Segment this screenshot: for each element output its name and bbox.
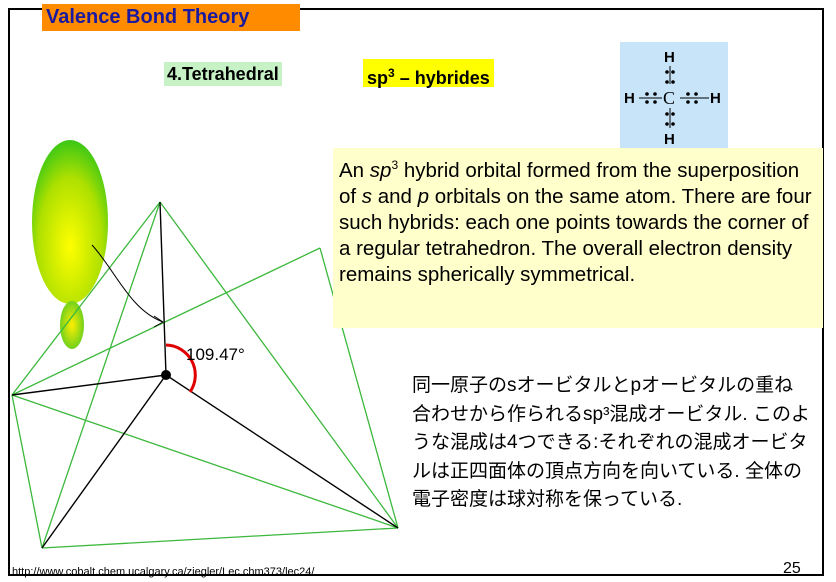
desc-en-part-1: An xyxy=(339,158,370,182)
desc-en-part-4: hybrid orbital formed from the superposi… xyxy=(339,158,800,208)
description-english: An sp3 hybrid orbital formed from the su… xyxy=(333,148,823,328)
lewis-electron-dots xyxy=(645,70,698,126)
desc-en-sup: 3 xyxy=(391,158,399,172)
lewis-h-right: H xyxy=(710,90,721,107)
hybrid-label-prefix: sp xyxy=(367,68,389,88)
hybrid-orbital-large-lobe xyxy=(32,140,108,304)
source-url[interactable]: http://www.cobalt.chem.ucalgary.ca/ziegl… xyxy=(12,566,315,578)
lewis-structure: H H H H C xyxy=(624,49,721,148)
hybrid-orbital-small-lobe xyxy=(60,301,84,349)
desc-en-s: s xyxy=(361,184,373,208)
lewis-h-top: H xyxy=(664,49,675,66)
hybrid-label: sp3 – hybrides xyxy=(363,59,494,88)
lewis-c-center: C xyxy=(663,88,675,108)
orbital-pointer-arrow xyxy=(91,244,164,323)
slide-frame xyxy=(8,8,824,576)
desc-en-part-6: and xyxy=(372,184,418,208)
orbital-pointer-arrowhead xyxy=(153,315,164,328)
desc-en-p: p xyxy=(417,184,430,208)
slide-title: Valence Bond Theory xyxy=(42,4,300,31)
hybrid-label-suffix: – hybrides xyxy=(394,68,490,88)
lewis-h-left: H xyxy=(624,90,635,107)
central-carbon-atom xyxy=(161,370,171,380)
bond-angle-arc xyxy=(165,343,197,393)
bond-lines xyxy=(11,201,399,549)
desc-en-part-8: orbitals on the same atom. There are fou… xyxy=(339,184,812,286)
page-number: 25 xyxy=(783,560,801,577)
bond-angle-label: 109.47° xyxy=(186,345,245,364)
desc-en-sp: sp xyxy=(369,158,392,182)
lewis-bonds xyxy=(639,66,709,128)
hybrid-label-sup: 3 xyxy=(388,66,395,80)
lewis-h-bottom: H xyxy=(664,131,675,148)
tetrahedron-edges xyxy=(11,201,399,549)
description-japanese: 同一原子のsオービタルとpオービタルの重ね合わせから作られるsp³混成オービタル… xyxy=(412,375,810,510)
section-label: 4.Tetrahedral xyxy=(164,62,282,86)
lewis-structure-box: H H H H C xyxy=(620,42,728,148)
